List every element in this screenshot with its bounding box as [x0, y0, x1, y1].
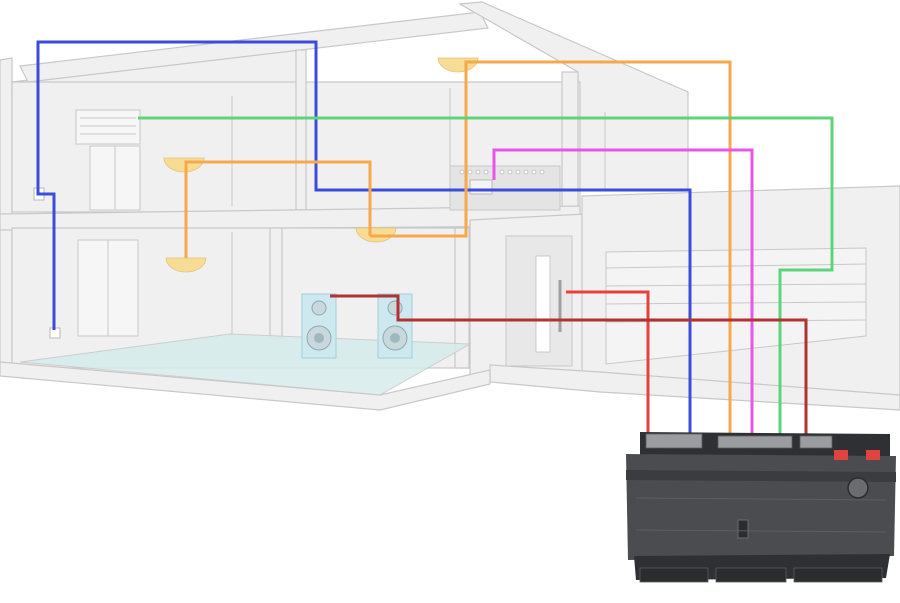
wire-dark-red [330, 294, 808, 440]
bottom-terminals [639, 567, 883, 583]
upper-room-door [89, 145, 141, 211]
ground-pillar [269, 227, 283, 339]
status-led [834, 450, 848, 460]
roof-beam [19, 11, 489, 83]
wire-orange-upper [370, 60, 732, 440]
top-terminals [645, 433, 833, 449]
ground-room-door [77, 239, 139, 337]
status-led [866, 450, 880, 460]
window-blind [75, 109, 141, 145]
home-automation-controller-icon [626, 432, 896, 583]
wire-red [566, 290, 650, 440]
ground-partition [454, 227, 470, 369]
living-room-floor [19, 333, 472, 396]
ceiling-lamp-icon [165, 257, 207, 273]
panel-button-row [459, 169, 545, 175]
rotary-switch [847, 477, 869, 499]
wire-green [138, 116, 834, 440]
wire-orange-lower [184, 160, 372, 258]
wire-blue [36, 40, 692, 440]
wire-magenta [492, 148, 754, 440]
module-slot [737, 519, 749, 539]
front-door [505, 235, 573, 367]
speaker-icon [301, 293, 337, 359]
upper-pillar [295, 49, 307, 211]
ceiling-lamp-icon [437, 57, 479, 73]
speaker-icon [377, 293, 413, 359]
wiring [36, 40, 834, 440]
